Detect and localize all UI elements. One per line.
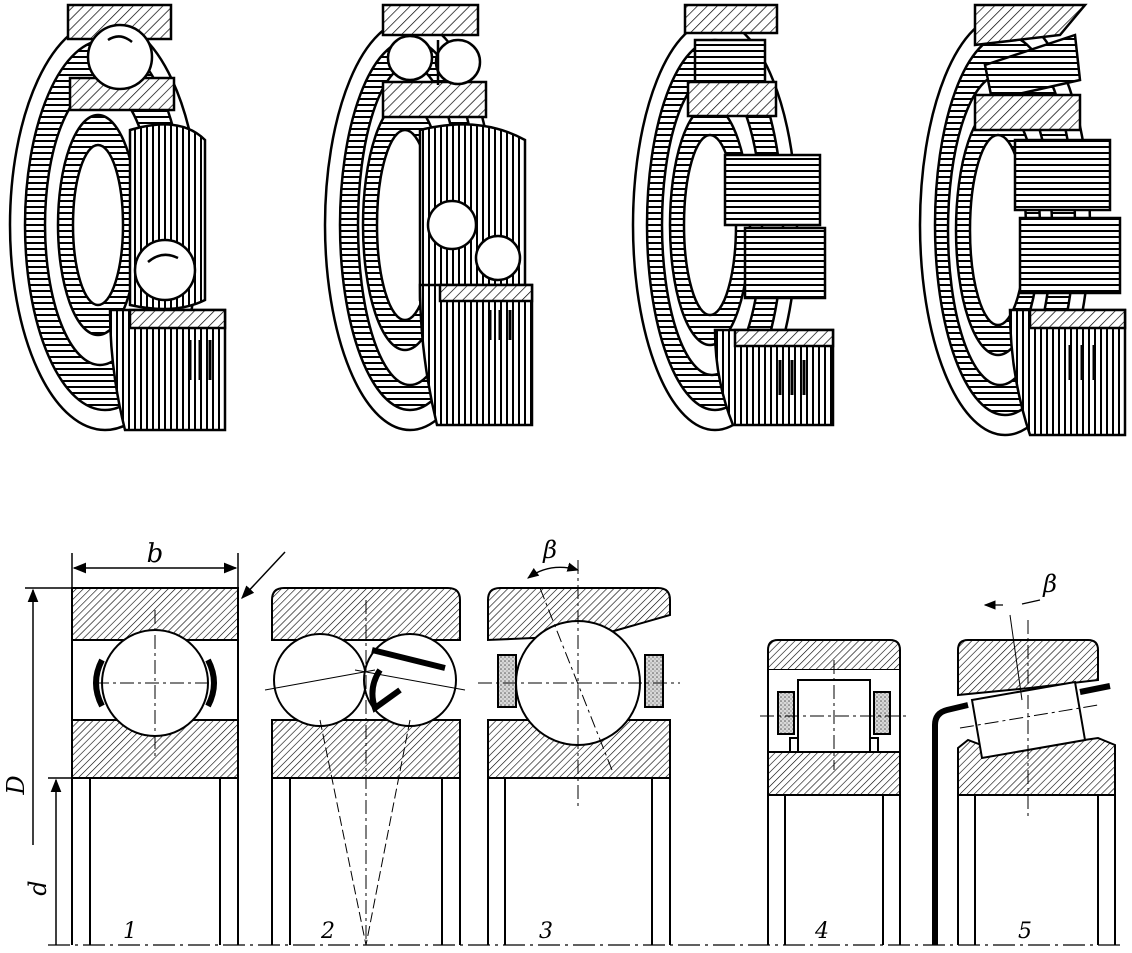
section-angular-contact xyxy=(478,560,680,945)
dimension-outer-diameter xyxy=(25,587,72,945)
section-number-4: 4 xyxy=(814,919,829,944)
width-label: b xyxy=(147,539,164,569)
dimension-width xyxy=(71,551,286,599)
section-number-2: 2 xyxy=(320,919,335,944)
bore-label: d xyxy=(24,880,52,895)
outer-diameter-label: D xyxy=(2,775,30,795)
illustration-self-aligning-ball-bearing xyxy=(323,3,534,432)
section-number-1: 1 xyxy=(123,919,137,944)
illustration-tapered-roller-bearing xyxy=(918,3,1127,437)
contact-angle-label-3: β xyxy=(542,536,557,564)
section-number-3: 3 xyxy=(539,919,553,944)
section-self-aligning xyxy=(264,587,466,946)
contact-angle-label-5: β xyxy=(1042,570,1057,598)
section-cylindrical-roller xyxy=(760,639,908,945)
section-number-5: 5 xyxy=(1018,919,1032,944)
section-deep-groove xyxy=(71,587,239,945)
illustration-deep-groove-ball-bearing xyxy=(8,3,227,432)
illustration-cylindrical-roller-bearing xyxy=(631,3,835,432)
section-tapered-roller xyxy=(932,600,1116,945)
